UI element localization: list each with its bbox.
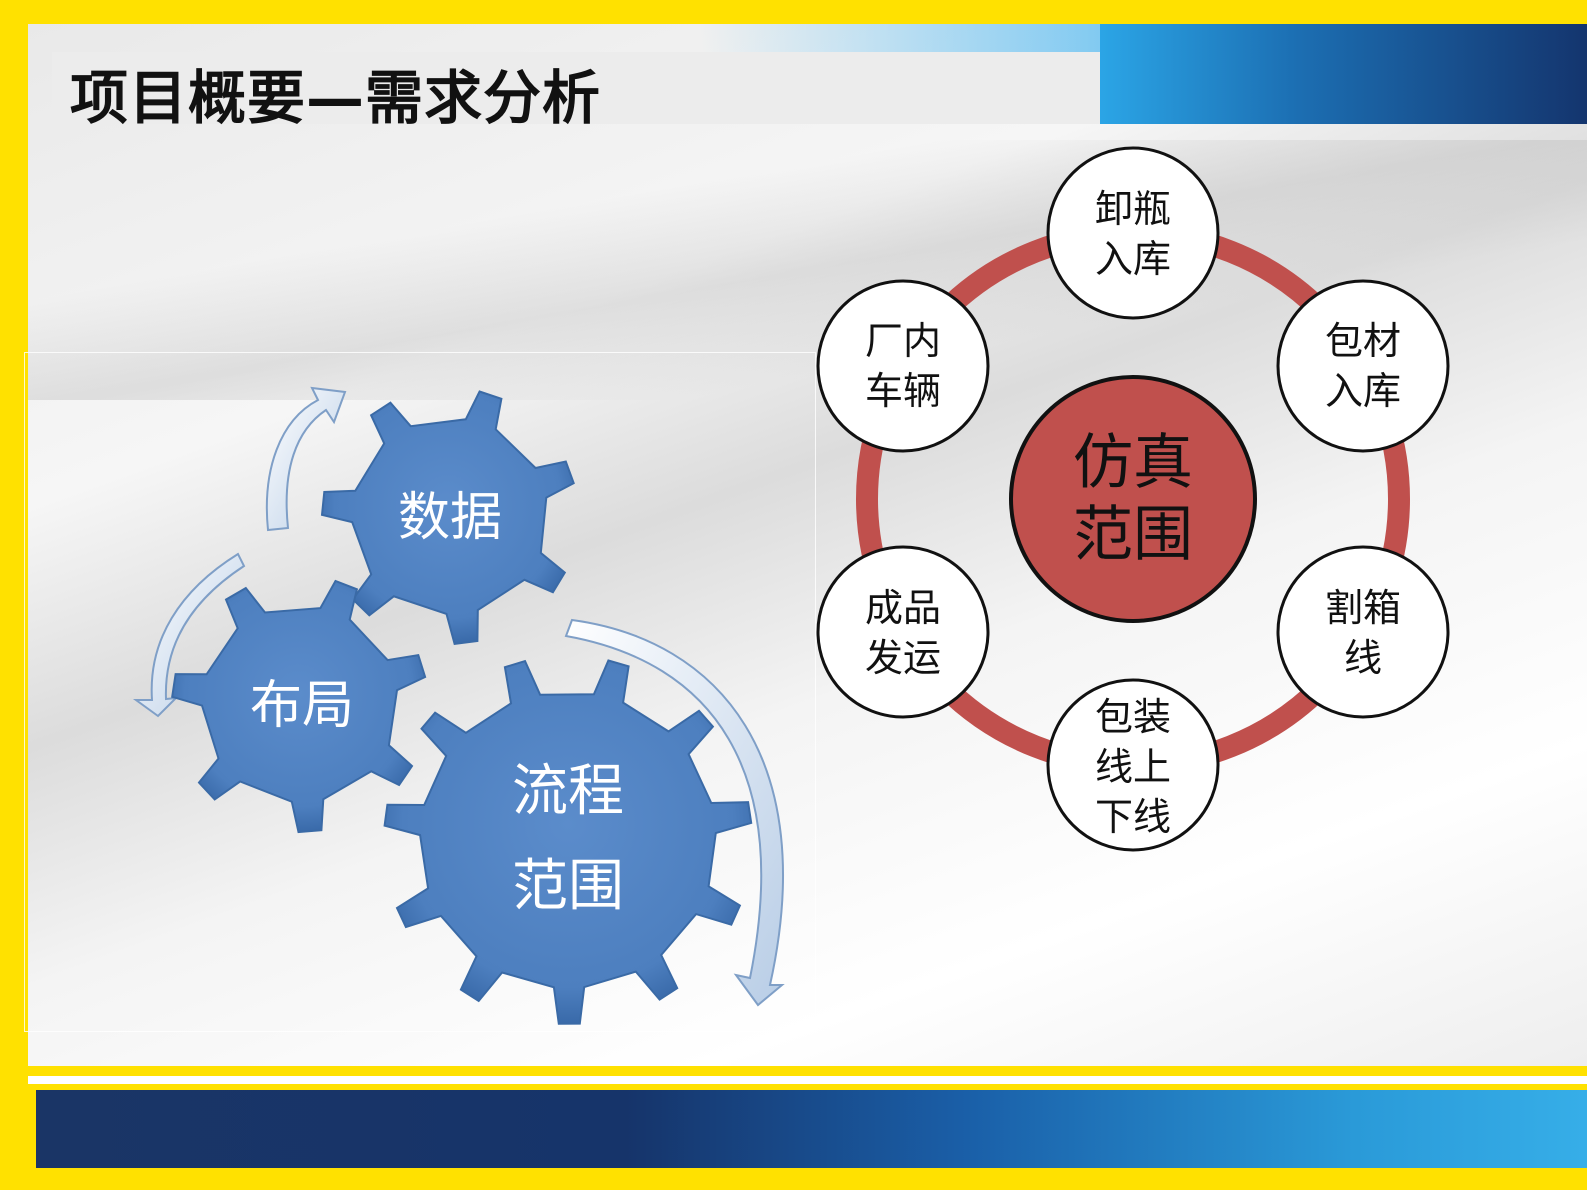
cycle-center-line2: 范围 bbox=[1073, 500, 1193, 570]
node-label-line2: 线上 bbox=[1095, 745, 1171, 789]
gear-body bbox=[383, 659, 753, 1025]
node-label-line1: 包材 bbox=[1325, 319, 1401, 363]
cycle-node-unload-bottles: 卸瓶 入库 bbox=[1046, 146, 1220, 320]
cycle-center: 仿真 范围 bbox=[1009, 375, 1257, 623]
cycle-node-finished-goods-shipping: 成品 发运 bbox=[816, 545, 990, 719]
data-gear-label: 数据 bbox=[398, 488, 502, 548]
slide-title: 项目概要—需求分析 bbox=[70, 64, 602, 132]
top-band bbox=[1100, 24, 1587, 124]
process-gear bbox=[383, 659, 753, 1025]
cycle-arrow-left bbox=[132, 552, 246, 718]
cycle-center-line1: 仿真 bbox=[1073, 428, 1193, 498]
node-label-line1: 卸瓶 bbox=[1095, 187, 1171, 231]
title-bar bbox=[52, 52, 1100, 124]
gear-body bbox=[171, 579, 427, 834]
footer-divider bbox=[28, 1076, 1587, 1084]
cycle-node-case-cutting-line: 割箱 线 bbox=[1276, 545, 1450, 719]
gear-panel-frame bbox=[24, 352, 816, 1032]
cycle-arrow-top bbox=[265, 386, 347, 532]
node-label-line1: 割箱 bbox=[1325, 586, 1401, 630]
node-label-line2: 入库 bbox=[1095, 237, 1171, 281]
cycle-node-packaging-line: 包装 线上 下线 bbox=[1046, 678, 1220, 852]
node-label-line1: 包装 bbox=[1095, 695, 1171, 739]
process-gear-label-line2: 范围 bbox=[512, 854, 624, 919]
node-label-line2: 车辆 bbox=[865, 369, 941, 413]
cycle-node-in-plant-vehicles: 厂内 车辆 bbox=[816, 279, 990, 453]
slide-background bbox=[28, 24, 1587, 1066]
layout-gear bbox=[171, 579, 427, 834]
footer-bar bbox=[36, 1090, 1587, 1168]
node-label-line1: 厂内 bbox=[865, 319, 941, 363]
node-label-line2: 发运 bbox=[865, 636, 941, 680]
node-label-line2: 线 bbox=[1344, 636, 1382, 680]
cycle-node-packaging-storage: 包材 入库 bbox=[1276, 279, 1450, 453]
node-label-line3: 下线 bbox=[1095, 795, 1171, 839]
cycle-center-circle bbox=[1009, 375, 1257, 623]
process-gear-label-line1: 流程 bbox=[512, 759, 624, 824]
node-label-line2: 入库 bbox=[1325, 369, 1401, 413]
node-label-line1: 成品 bbox=[865, 586, 941, 630]
layout-gear-label: 布局 bbox=[250, 676, 354, 736]
cycle-arrow-right bbox=[564, 618, 785, 1007]
